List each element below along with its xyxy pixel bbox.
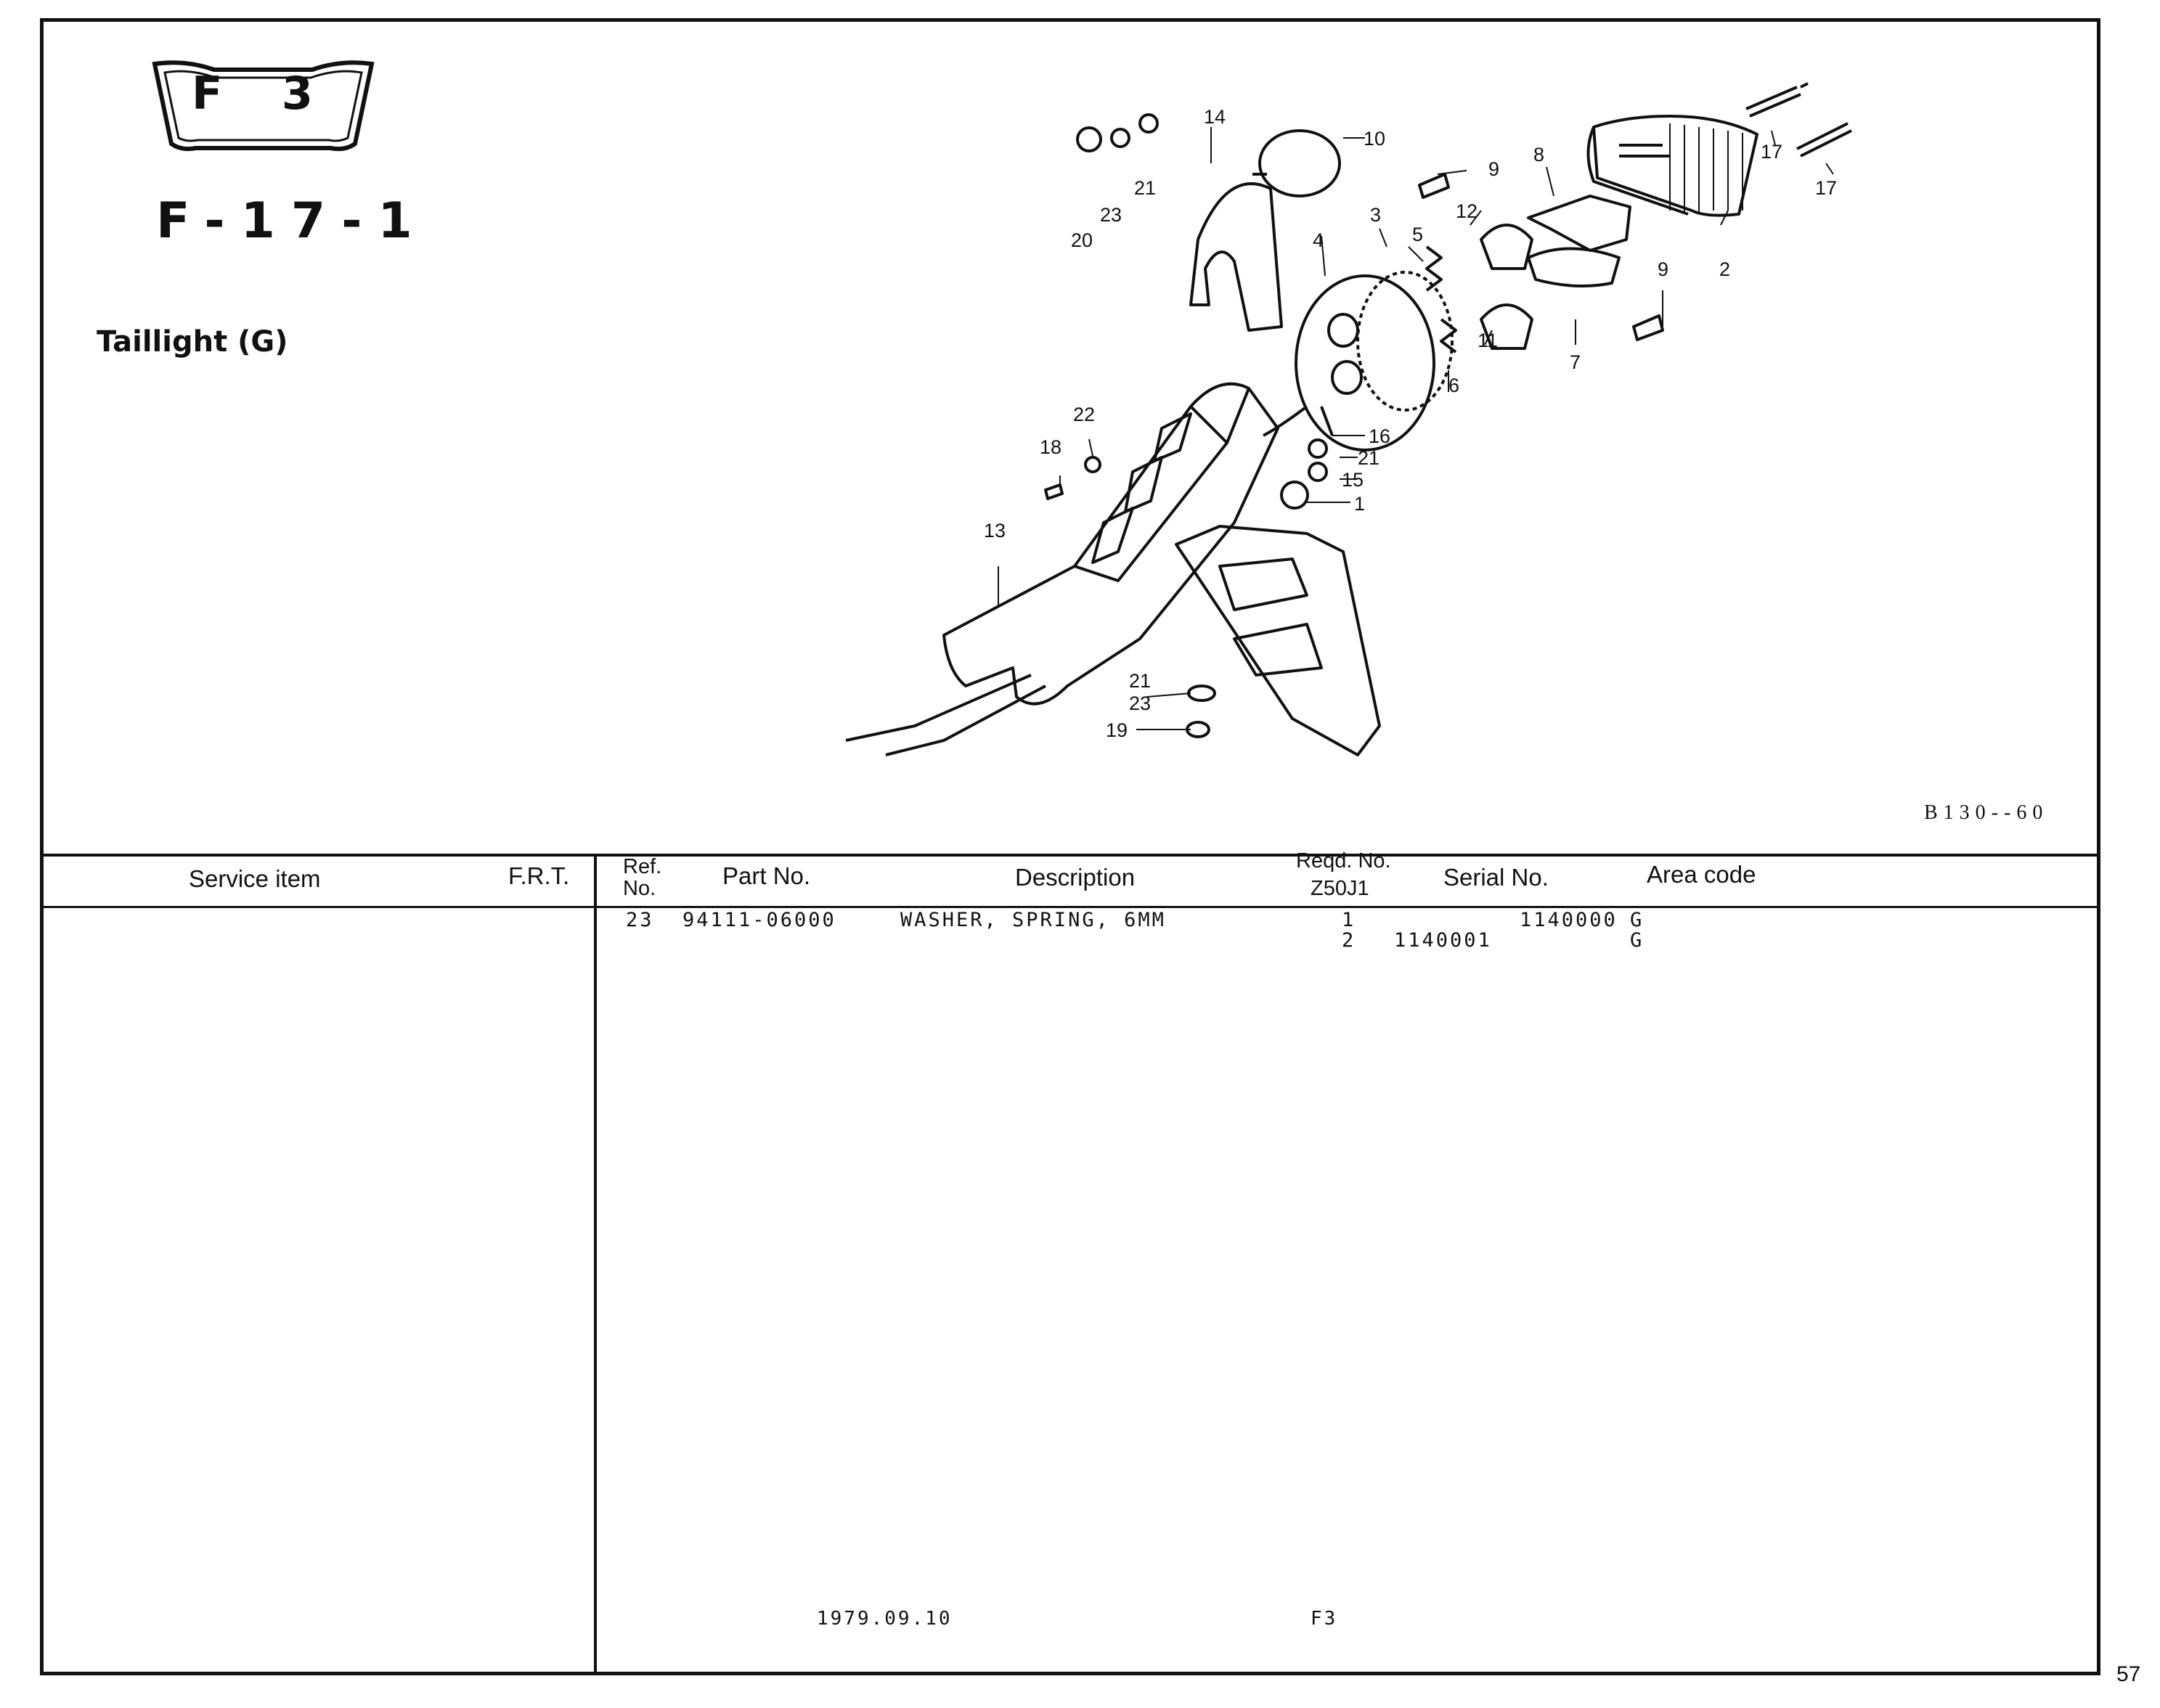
callout-2: 2 (1719, 258, 1730, 280)
print-date: 1979.09.10 (817, 1608, 953, 1630)
callout-21b: 21 (1358, 447, 1379, 469)
table-top-rule (42, 854, 2098, 857)
row-area: G (1630, 909, 1645, 931)
callout-21c: 21 (1129, 670, 1151, 692)
callout-18: 18 (1040, 436, 1061, 458)
header-area-code: Area code (1647, 861, 1756, 888)
table-column-divider (594, 854, 597, 1675)
row-part-no: 94111-06000 (682, 909, 836, 931)
callout-11: 11 (1478, 330, 1498, 351)
callout-17b: 17 (1815, 177, 1837, 199)
callout-9b: 9 (1658, 258, 1668, 280)
callout-23: 23 (1100, 204, 1122, 226)
row-description: WASHER, SPRING, 6MM (900, 909, 1166, 931)
page-number: 57 (2116, 1662, 2141, 1686)
section-badge-shape (152, 60, 375, 152)
callout-3: 3 (1370, 204, 1381, 226)
callout-5: 5 (1412, 224, 1423, 245)
callout-9: 9 (1488, 158, 1499, 180)
footer-code: F3 (1311, 1608, 1338, 1630)
callout-16: 16 (1369, 425, 1390, 447)
header-reqd-no-line1: Reqd. No. (1296, 849, 1391, 873)
row-serial-from: 1140001 (1394, 929, 1492, 952)
callout-13: 13 (984, 520, 1006, 542)
callout-4: 4 (1313, 229, 1324, 251)
callout-12: 12 (1456, 200, 1478, 222)
page-title: Taillight (G) (97, 325, 288, 359)
header-serial-no: Serial No. (1443, 864, 1549, 891)
callout-10: 10 (1364, 128, 1385, 150)
exploded-parts-diagram: 14 10 9 12 3 5 4 8 2 9 11 7 6 17 17 21 2… (845, 82, 1852, 756)
callout-20: 20 (1071, 229, 1093, 251)
page-code: F-17-1 (156, 192, 428, 250)
header-service-item: Service item (189, 865, 321, 892)
callout-21: 21 (1134, 177, 1156, 199)
callout-1: 1 (1354, 493, 1365, 515)
callout-8: 8 (1533, 144, 1544, 166)
header-part-no: Part No. (722, 862, 811, 889)
row-qty: 2 (1342, 929, 1356, 952)
page-frame (40, 18, 2100, 1675)
header-description: Description (1015, 864, 1136, 891)
header-reqd-no-line2: Z50J1 (1311, 877, 1369, 900)
callout-17: 17 (1761, 141, 1782, 163)
row-qty: 1 (1342, 909, 1356, 931)
callout-23b: 23 (1129, 692, 1151, 714)
taillight-lens-drawing (1586, 115, 1758, 217)
header-frt: F.R.T. (508, 862, 570, 889)
row-ref: 23 (626, 909, 654, 931)
callout-22: 22 (1073, 404, 1095, 425)
callout-7: 7 (1570, 351, 1581, 373)
drawing-reference: B130--60 (1924, 801, 2049, 824)
callout-15: 15 (1342, 469, 1364, 491)
header-ref-no-line1: Ref. (623, 855, 662, 878)
callout-6: 6 (1448, 375, 1459, 396)
row-area: G (1630, 929, 1645, 952)
header-ref-no-line2: No. (623, 877, 656, 900)
table-header-rule (42, 906, 2098, 908)
section-badge: F 3 (191, 67, 335, 120)
callout-19: 19 (1106, 719, 1128, 741)
callout-14: 14 (1204, 106, 1226, 128)
row-serial-to: 1140000 (1520, 909, 1618, 931)
